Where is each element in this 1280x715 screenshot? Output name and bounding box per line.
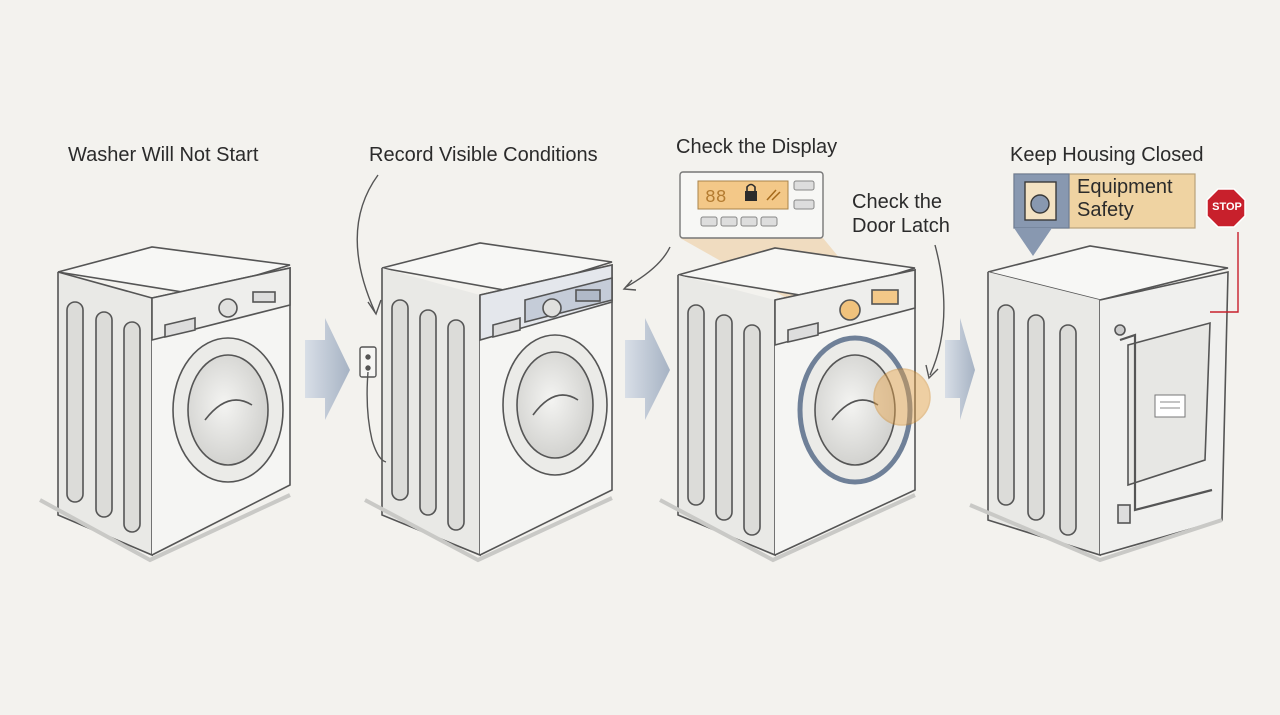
washer-3 <box>659 247 916 563</box>
display-callout: 88 <box>679 171 824 239</box>
lock-icon <box>745 191 757 201</box>
washer-2 <box>364 242 613 563</box>
washer-1 <box>39 246 291 563</box>
step-5-label: Keep Housing Closed <box>1010 144 1204 166</box>
step-4-label: Check the Door Latch <box>852 191 950 237</box>
badge-line-2: Safety <box>1077 199 1134 221</box>
pointer-arrow-left <box>356 174 379 313</box>
stop-pointer-line <box>1210 232 1239 313</box>
latch-pointer-arrow <box>929 244 945 376</box>
flow-arrow-3 <box>945 318 975 420</box>
step-2-label: Record Visible Conditions <box>369 144 598 166</box>
svg-text:88: 88 <box>705 188 727 208</box>
step-1-label: Washer Will Not Start <box>68 144 259 166</box>
flow-arrow-1 <box>305 318 350 420</box>
flow-arrow-2 <box>625 318 670 420</box>
badge-text: Equipment Safety <box>1077 176 1173 222</box>
stop-sign-icon <box>1206 188 1246 228</box>
equipment-safety-badge <box>1013 173 1196 256</box>
door-latch-highlight <box>873 368 931 426</box>
power-outlet <box>359 346 387 463</box>
badge-line-1: Equipment <box>1077 176 1173 198</box>
stop-sign-text: STOP <box>1212 201 1242 213</box>
step-3-label: Check the Display <box>676 136 838 158</box>
washer-4 <box>969 245 1229 563</box>
pointer-arrow-right <box>625 246 671 288</box>
